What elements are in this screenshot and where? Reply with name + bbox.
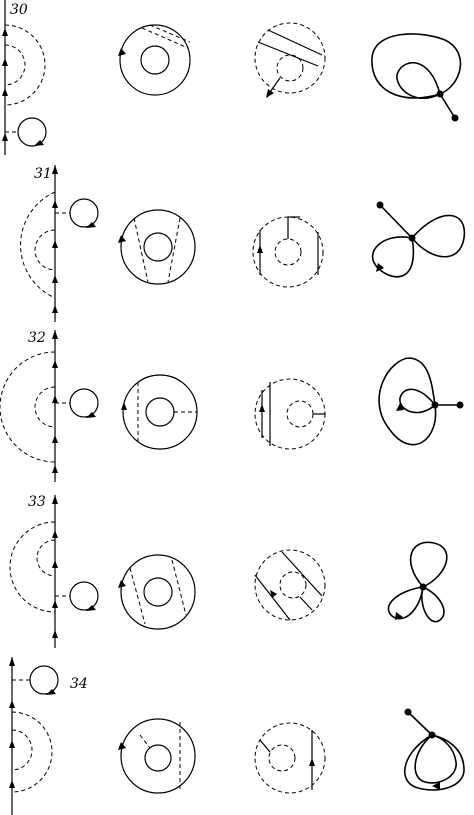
row-32: 32	[0, 330, 464, 482]
annulus-a-31	[118, 209, 196, 285]
row-label-33: 33	[28, 494, 46, 510]
row-label-32: 32	[28, 330, 46, 346]
row-label-34: 34	[70, 676, 88, 692]
row-33: 33	[9, 494, 448, 648]
annulus-a-32	[121, 374, 198, 450]
curve-30	[371, 33, 462, 122]
curve-34	[403, 708, 465, 791]
annulus-b-30	[254, 22, 326, 98]
row-label-31: 31	[34, 166, 52, 182]
row-31: 31	[20, 165, 466, 322]
row-34: 34	[9, 657, 465, 815]
annulus-b-34	[254, 722, 326, 794]
annulus-a-34	[118, 718, 196, 794]
row-30: 30	[2, 0, 462, 155]
annulus-b-32	[254, 378, 326, 450]
curve-32	[378, 357, 464, 446]
annulus-b-33	[254, 549, 326, 621]
annulus-a-33	[118, 554, 196, 630]
row-label-30: 30	[10, 2, 28, 18]
curve-33	[387, 541, 448, 623]
strand-diagram-33	[9, 495, 99, 648]
strand-diagram-30	[2, 0, 47, 155]
annulus-b-31	[252, 216, 324, 288]
strand-diagram-31	[20, 165, 99, 322]
curve-31	[371, 201, 466, 278]
annulus-a-30	[118, 24, 191, 96]
strand-diagram-32	[0, 330, 99, 482]
strand-diagram-34	[9, 657, 59, 815]
